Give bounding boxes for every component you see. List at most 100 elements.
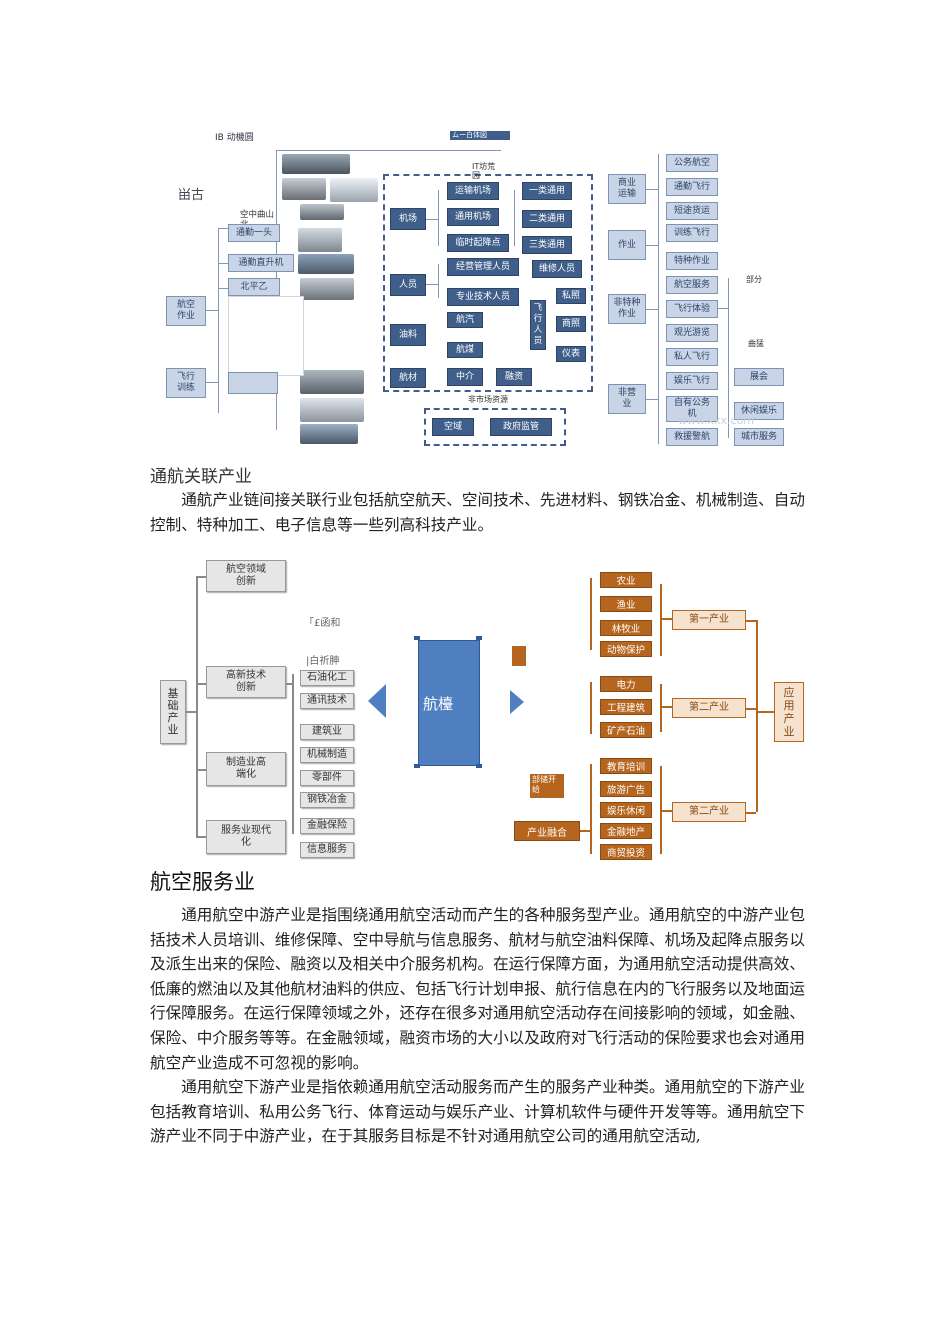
aircraft-photo xyxy=(298,254,354,274)
left-text: 畄古 xyxy=(178,188,205,203)
leaf: 石油化工 xyxy=(300,670,354,686)
branch: 航空领域 创新 xyxy=(206,560,286,592)
industry: 第二产业 xyxy=(672,802,746,822)
people-item: 维修人员 xyxy=(532,260,582,278)
sector: 工程建筑 xyxy=(600,699,652,715)
right-connector xyxy=(590,682,592,734)
airport-class: 三类通用 xyxy=(522,236,572,254)
right-item: 私人飞行 xyxy=(666,348,718,366)
right-connector xyxy=(660,618,672,620)
right-group-commercial: 商业 运输 xyxy=(608,174,646,204)
leaf: 零部件 xyxy=(300,770,354,786)
label-bushi: 部分 xyxy=(746,275,762,284)
right-connector xyxy=(756,711,774,713)
left-connector xyxy=(206,382,218,383)
sector: 矿产石油 xyxy=(600,722,652,738)
tree-connector xyxy=(196,576,206,578)
aircraft-photo xyxy=(300,278,354,300)
left-connector xyxy=(218,228,219,413)
handle xyxy=(476,636,482,640)
fuel-item: 航汽 xyxy=(447,312,483,328)
airport-item: 运输机场 xyxy=(447,182,499,200)
group-people: 人员 xyxy=(390,274,426,296)
right-item: 短途货运 xyxy=(666,202,718,220)
section-title-related-industries: 通航关联产业 xyxy=(150,467,252,487)
right-group-non-commercial: 非营 业 xyxy=(608,384,646,414)
right-group-non-special: 非特种 作业 xyxy=(608,294,646,324)
far-right-item: 城市服务 xyxy=(734,428,784,446)
leaf: 机械制造 xyxy=(300,747,354,763)
right-connector xyxy=(646,245,658,246)
group-fuel: 油料 xyxy=(390,324,426,346)
sector: 商贸投资 xyxy=(600,844,652,860)
right-item: 航空服务 xyxy=(666,276,718,294)
left-group-aviation-work: 航空 作业 xyxy=(166,296,206,326)
paragraph-midstream: 通用航空中游产业是指围绕通用航空活动而产生的各种服务型产业。通用航空的中游产业包… xyxy=(150,906,805,1072)
top-right-bar xyxy=(450,131,510,140)
resource-regulation: 政府监管 xyxy=(490,418,552,436)
right-connector xyxy=(660,684,662,732)
right-connector xyxy=(646,399,658,400)
license: 仪表 xyxy=(556,346,586,362)
airport-item: 临时起降点 xyxy=(447,234,509,252)
right-arrow-icon xyxy=(510,690,524,714)
tree-connector xyxy=(286,683,292,685)
airport-class: 一类通用 xyxy=(522,182,572,200)
aircraft-photo xyxy=(300,370,364,394)
left-item: 通勤直升机 xyxy=(228,254,294,272)
right-group-work: 作业 xyxy=(608,230,646,260)
label-nonmarket: 非市场资源 xyxy=(468,395,508,404)
right-connector xyxy=(590,764,592,854)
tree-connector xyxy=(186,711,196,713)
fuel-item: 航煤 xyxy=(447,342,483,358)
right-item: 公务航空 xyxy=(666,154,718,172)
aircraft-photo xyxy=(282,154,350,174)
left-connector xyxy=(218,263,228,264)
market-resources-region xyxy=(383,174,593,392)
center-aviation-block: 航檯 xyxy=(418,640,480,766)
right-item: 通勤飞行 xyxy=(666,178,718,196)
tree-connector xyxy=(196,576,198,838)
sector: 动物保护 xyxy=(600,641,652,657)
aircraft-photo xyxy=(330,178,378,202)
industry-chain-diagram: IB 动機圆 ムー白体図 畄古 空中曲山 北 通勤一头 通勤直升机 北平乙 航空… xyxy=(150,128,805,450)
aircraft-photo xyxy=(300,398,364,422)
blank-panel xyxy=(228,296,304,376)
left-item-blank xyxy=(228,372,278,394)
airport-class: 二类通用 xyxy=(522,210,572,228)
right-item: 自有公务 机 xyxy=(666,396,718,422)
watermark: www.xxx.com xyxy=(678,414,754,427)
handle xyxy=(414,764,420,768)
industry: 第二产业 xyxy=(672,698,746,718)
far-right-connector xyxy=(728,278,729,438)
bottom-item: 融资 xyxy=(496,368,532,386)
handle xyxy=(476,764,482,768)
connector xyxy=(514,190,515,246)
right-item: 特种作业 xyxy=(666,252,718,270)
right-item: 飞行体验 xyxy=(666,300,718,318)
right-item: 娱乐飞行 xyxy=(666,372,718,390)
right-connector xyxy=(756,620,758,812)
far-right-item: 休闲娱乐 xyxy=(734,402,784,420)
airport-item: 通用机场 xyxy=(447,208,499,226)
aircraft-photo xyxy=(282,178,326,200)
leaf: 钢铁冶金 xyxy=(300,792,354,808)
right-connector xyxy=(660,706,672,708)
label-it: IT坊荒 园 xyxy=(472,162,496,180)
aircraft-photo xyxy=(298,228,342,252)
tree-connector xyxy=(292,674,294,834)
branch: 服务业现代 化 xyxy=(206,820,286,854)
group-materials: 航材 xyxy=(390,368,426,388)
applied-industry-root: 应 用 产 业 xyxy=(774,682,804,742)
sector: 电力 xyxy=(600,676,652,692)
left-item: 通勤一头 xyxy=(228,224,280,242)
leaf: 通讯技术 xyxy=(300,693,354,709)
leaf: 信息服务 xyxy=(300,842,354,858)
top-right-label: ムー白体図 xyxy=(452,131,487,139)
industry-fusion-diagram: 基 础 产 业 航空领域 创新 高新技术 创新 制造业高 端化 服务业现代 化 … xyxy=(150,556,810,866)
aircraft-photo xyxy=(300,424,358,444)
section-title-aviation-services: 航空服务业 xyxy=(150,870,255,894)
right-connector xyxy=(660,584,662,656)
left-connector xyxy=(218,288,228,289)
sector: 渔业 xyxy=(600,596,652,612)
